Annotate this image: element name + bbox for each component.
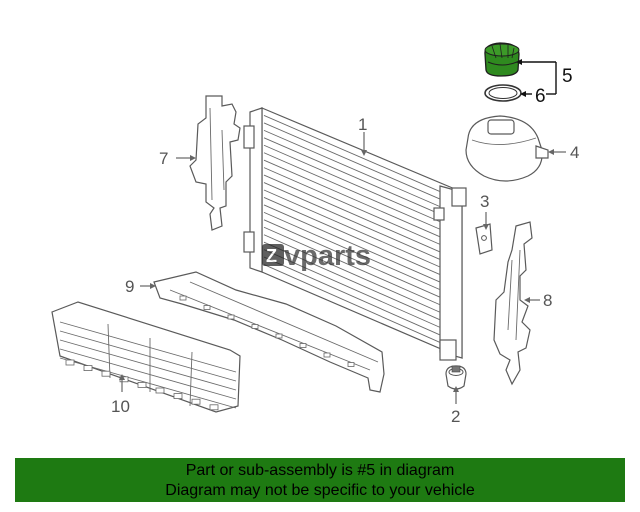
- deflector-clip: [323, 352, 331, 358]
- deflector-clip: [251, 324, 259, 329]
- callout-9: 9: [125, 277, 134, 296]
- grille-tab: [191, 398, 201, 405]
- diagram-stroke: [263, 264, 441, 343]
- callout-5: 5: [562, 66, 573, 87]
- info-bar-line-1: Part or sub-assembly is #5 in diagram: [185, 462, 455, 479]
- callout-6: 6: [535, 86, 546, 107]
- part-right-side-seal[interactable]: [493, 221, 533, 386]
- parts-diagram: 1 2 3 4 5 6 7 8 9 10: [51, 42, 579, 426]
- deflector-clip: [299, 343, 307, 348]
- part-cap-seal-ring[interactable]: [484, 84, 522, 102]
- grille-tab: [155, 387, 165, 394]
- diagram-stroke: [263, 115, 441, 192]
- deflector-clip: [347, 362, 355, 367]
- diagram-stroke: [263, 144, 441, 223]
- part-expansion-tank[interactable]: [465, 115, 549, 182]
- diagram-stroke: [263, 249, 441, 328]
- diagram-stroke: [263, 122, 441, 200]
- callout-8: 8: [543, 291, 552, 310]
- diagram-stroke: [263, 234, 441, 313]
- deflector-clip: [179, 295, 187, 301]
- diagram-stroke: [263, 129, 441, 208]
- grille-tab: [65, 359, 75, 366]
- part-rubber-mount[interactable]: [445, 365, 467, 390]
- zvparts-watermark: Z vparts: [262, 238, 386, 274]
- part-left-side-seal[interactable]: [189, 95, 241, 231]
- diagram-stroke: [263, 256, 441, 336]
- deflector-clip: [275, 333, 283, 339]
- diagram-stroke: [263, 241, 441, 321]
- diagram-stroke: [263, 159, 441, 238]
- diagram-stroke: [59, 321, 237, 373]
- grille-tab: [173, 393, 183, 400]
- info-bar-line-2: Diagram may not be specific to your vehi…: [165, 482, 475, 499]
- grille-tab: [83, 365, 93, 372]
- diagram-stroke: [263, 226, 441, 306]
- diagram-stroke: [59, 330, 237, 382]
- grille-tab: [209, 404, 219, 411]
- deflector-clip: [227, 314, 235, 320]
- diagram-stroke: [263, 189, 441, 268]
- deflector-clip: [203, 305, 211, 310]
- diagram-stroke: [263, 152, 441, 230]
- info-bar: Part or sub-assembly is #5 in diagram Di…: [15, 458, 625, 502]
- diagram-stroke: [263, 182, 441, 260]
- watermark-brand-text: vparts: [284, 240, 371, 272]
- part-air-deflector[interactable]: [153, 271, 385, 393]
- part-shutter-grille[interactable]: [51, 301, 241, 413]
- part-reservoir-cap[interactable]: [484, 42, 520, 77]
- watermark-logo-mark: [262, 244, 284, 266]
- diagram-stroke: [263, 219, 441, 298]
- leader-lines: [119, 59, 566, 404]
- grille-tab: [137, 381, 147, 388]
- diagram-stroke: [59, 339, 237, 391]
- part-mount-bracket[interactable]: [475, 223, 493, 255]
- part-radiator[interactable]: [243, 107, 467, 361]
- diagram-stroke: [263, 211, 441, 291]
- diagram-stroke: [263, 204, 441, 283]
- callout-3: 3: [480, 192, 489, 211]
- diagram-stroke: [263, 197, 441, 275]
- grille-tab: [101, 370, 111, 377]
- callout-1: 1: [358, 115, 367, 134]
- watermark-logo-letter: Z: [266, 246, 277, 266]
- diagram-stroke: [263, 167, 441, 245]
- diagram-stroke: [263, 137, 441, 215]
- diagram-stroke: [263, 174, 441, 253]
- callout-2: 2: [451, 407, 460, 426]
- diagram-stroke: [59, 348, 237, 400]
- callout-4: 4: [570, 143, 579, 162]
- callout-7: 7: [159, 149, 168, 168]
- callout-10: 10: [111, 397, 130, 416]
